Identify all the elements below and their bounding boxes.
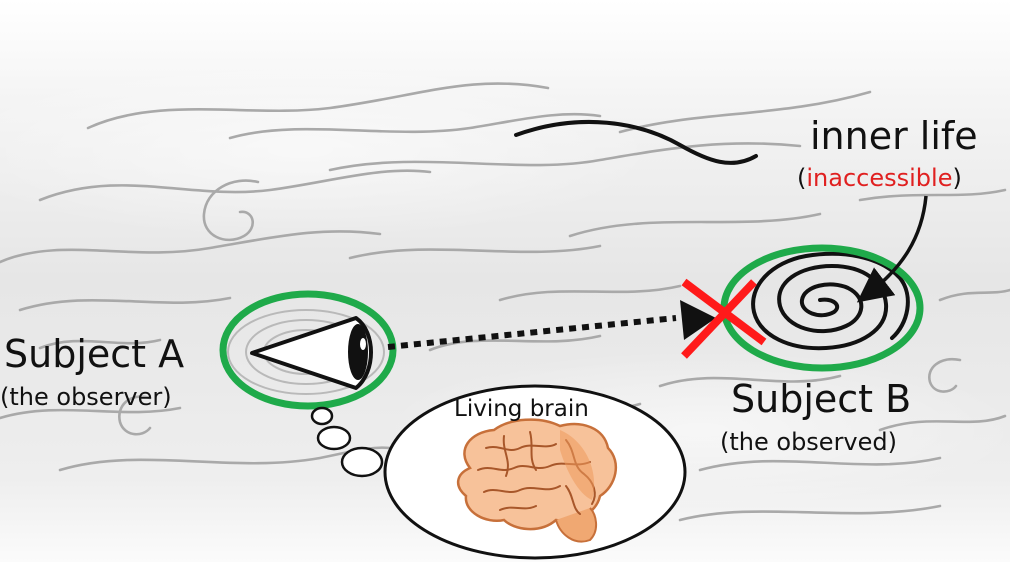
pointer-arrow <box>856 195 928 303</box>
subject-a-subtitle: (the observer) <box>0 383 172 411</box>
subject-a-ring <box>219 290 397 410</box>
gaze-arrow <box>387 315 677 350</box>
gaze-arrowhead <box>680 300 716 340</box>
squiggle-line <box>514 120 758 165</box>
inner-life-status-line: (inaccessible) <box>797 164 962 192</box>
inner-life-spiral <box>751 251 910 351</box>
thought-bubble-label: Living brain <box>454 396 589 422</box>
blocked-cross-icon <box>681 278 767 359</box>
inner-life-title: inner life <box>810 114 978 158</box>
eye-icon <box>250 316 373 390</box>
subject-a-title: Subject A <box>4 332 185 376</box>
brain-icon <box>457 418 618 543</box>
close-paren: ) <box>952 164 962 192</box>
subject-b-title: Subject B <box>731 377 912 421</box>
eye-pupil <box>348 324 368 380</box>
subject-b-subtitle: (the observed) <box>720 428 897 456</box>
open-paren: ( <box>797 164 807 192</box>
inaccessible-label: inaccessible <box>806 164 953 192</box>
fog-highlight <box>0 60 660 240</box>
subject-a-eye-group <box>219 290 397 410</box>
